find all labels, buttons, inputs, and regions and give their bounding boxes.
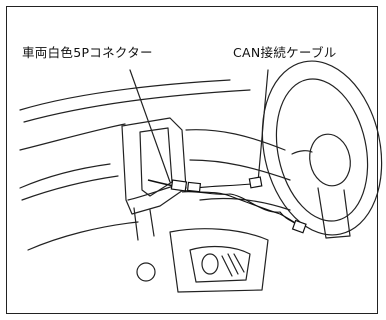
console-bracket-2 <box>149 209 155 237</box>
shifter-ridges <box>221 253 245 277</box>
dash-surface-2 <box>189 159 291 181</box>
steering-column <box>317 187 351 239</box>
can-cable-connector <box>248 176 263 189</box>
dash-vent-curve <box>19 123 126 151</box>
console-inner <box>139 127 173 197</box>
dashboard-top-line-2 <box>23 89 251 123</box>
can-cable-end-connector <box>291 219 307 234</box>
dash-lower-edge-2 <box>21 175 119 201</box>
connector-label: 車両白色5Pコネクター <box>22 45 153 60</box>
console-panel <box>121 117 187 215</box>
steering-wheel-inner <box>275 78 369 222</box>
cable-leader-line <box>257 69 269 183</box>
cable-connector-mid <box>186 181 202 193</box>
shifter-base <box>189 245 251 283</box>
shift-knob <box>201 253 219 275</box>
lower-console <box>169 228 269 293</box>
steering-wheel-outer <box>261 60 383 236</box>
steering-hub <box>309 133 351 187</box>
cable-label: CAN接続ケーブル <box>233 45 337 60</box>
dash-surface <box>185 129 286 151</box>
dashboard-top-line <box>19 79 231 111</box>
cable-branch <box>195 183 253 189</box>
steering-spoke <box>291 150 313 155</box>
connector-leader-line <box>129 69 171 183</box>
lower-left-edge <box>27 221 139 251</box>
cable-strand-b <box>181 191 301 229</box>
vehicle-5p-connector <box>170 179 188 192</box>
round-button <box>136 262 156 282</box>
console-bracket <box>133 207 139 241</box>
dash-center-line <box>199 197 291 211</box>
dash-lower-edge <box>19 163 111 189</box>
